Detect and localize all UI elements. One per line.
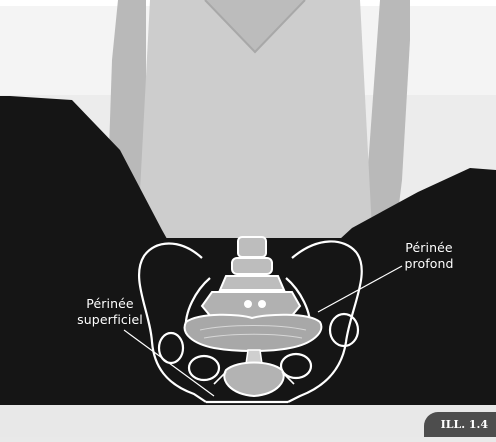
- sacral-foramen-right: [259, 301, 265, 307]
- floor-front: [0, 405, 496, 437]
- vertebra-1: [238, 237, 266, 257]
- perinee-superficiel-label: Périnée superficiel: [71, 296, 149, 328]
- deep-perineum-muscle: [185, 315, 322, 351]
- sacral-foramen-left: [245, 301, 251, 307]
- illustration-number-badge: ILL. 1.4: [424, 412, 496, 437]
- vertebra-3: [220, 276, 284, 290]
- perinee-profond-label: Périnée profond: [394, 240, 464, 272]
- vertebra-2: [232, 258, 272, 274]
